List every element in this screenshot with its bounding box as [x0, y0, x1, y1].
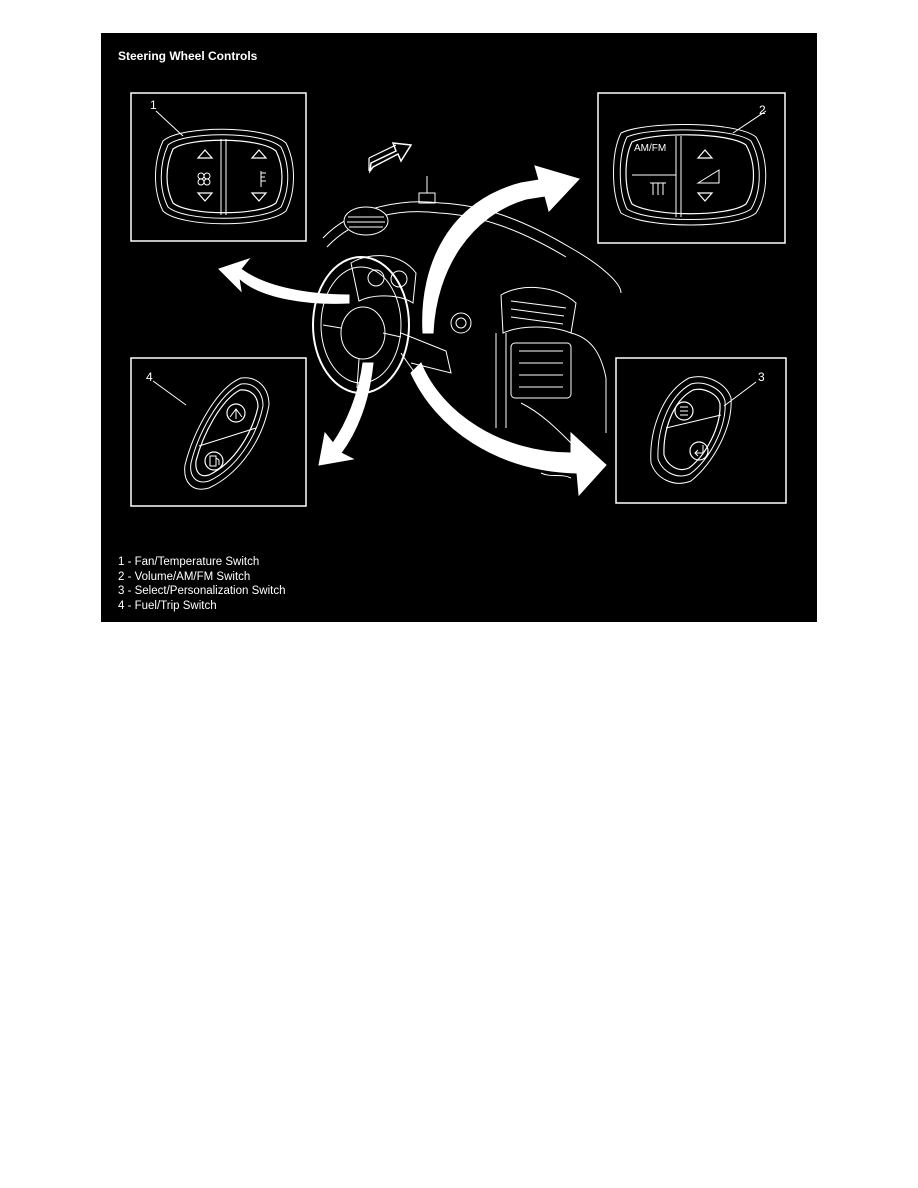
trip-icon: [226, 403, 246, 423]
callout-4: 4: [146, 370, 153, 384]
fuel-icon: [204, 451, 224, 471]
callout-3: 3: [758, 370, 765, 384]
callout-1: 1: [150, 98, 157, 112]
legend-item-4: 4 - Fuel/Trip Switch: [118, 599, 217, 612]
fan-icon: [197, 172, 211, 186]
legend-item-2: 2 - Volume/AM/FM Switch: [118, 570, 251, 583]
legend: 1 - Fan/Temperature Switch 2 - Volume/AM…: [118, 555, 285, 613]
diagram-figure: Steering Wheel Controls: [101, 33, 817, 622]
switch-box-1: [130, 92, 307, 242]
enter-icon: [689, 441, 709, 461]
switch-box-4: [130, 357, 307, 507]
diagram-title: Steering Wheel Controls: [118, 49, 258, 63]
dashboard-sketch: [312, 176, 622, 479]
diagram-illustration: AM/FM: [130, 92, 787, 507]
switch-box-2: [597, 92, 786, 244]
forward-arrow: [368, 142, 413, 174]
switch-box-3: [615, 357, 787, 504]
temperature-icon: [260, 171, 266, 187]
pointer-arrows: [218, 165, 607, 497]
seek-icon: [650, 182, 666, 195]
info-icon: [674, 401, 694, 421]
legend-item-1: 1 - Fan/Temperature Switch: [118, 556, 260, 568]
volume-icon: [696, 169, 720, 184]
am-fm-label: AM/FM: [634, 143, 666, 154]
callout-2: 2: [759, 103, 766, 117]
legend-item-3: 3 - Select/Personalization Switch: [118, 585, 286, 597]
